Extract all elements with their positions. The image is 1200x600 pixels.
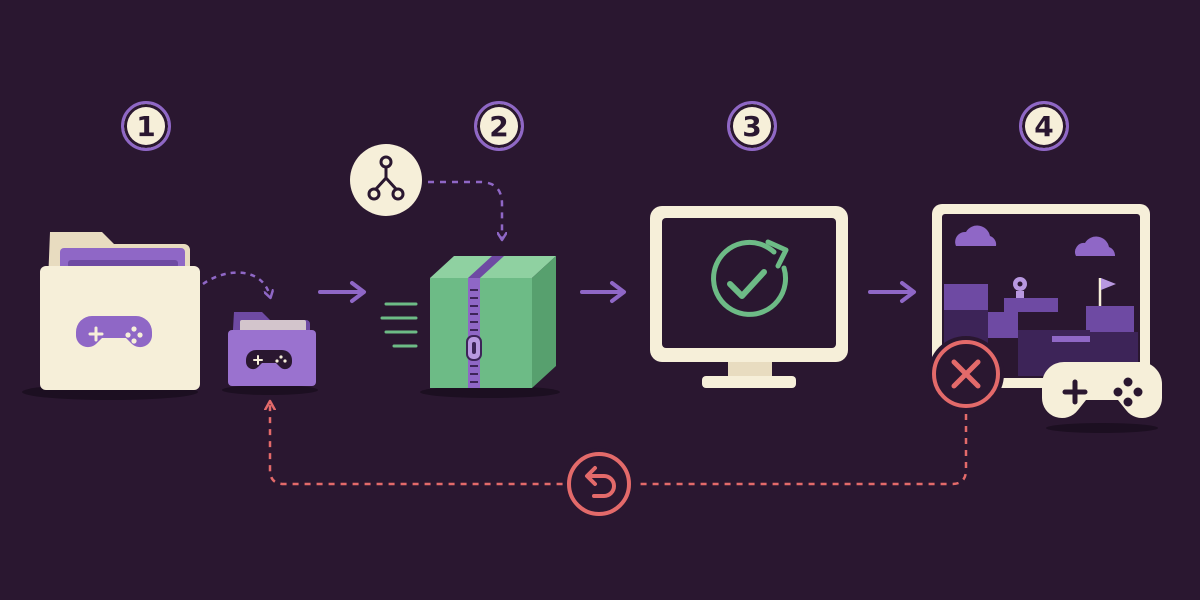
small-game-folder-icon: [222, 312, 318, 395]
copy-arrow: [202, 271, 270, 296]
step-badge-4: 4: [1019, 101, 1069, 151]
monitor-icon: [650, 206, 848, 388]
branch-merge-icon: [350, 144, 422, 216]
undo-icon: [563, 448, 635, 520]
step-badge-2: 2: [474, 101, 524, 151]
gamepad-icon: [245, 350, 293, 370]
motion-lines: [380, 302, 418, 348]
step-badge-1: 1: [121, 101, 171, 151]
game-folder-icon: [22, 232, 200, 400]
step-badge-3: 3: [727, 101, 777, 151]
gamepad-icon: [76, 316, 152, 348]
merge-arrow: [428, 180, 502, 238]
refresh-check-icon: [711, 239, 789, 317]
zip-archive-box-icon: [420, 256, 560, 398]
error-x-icon: [928, 336, 1004, 412]
gamepad-icon: [1042, 362, 1162, 433]
